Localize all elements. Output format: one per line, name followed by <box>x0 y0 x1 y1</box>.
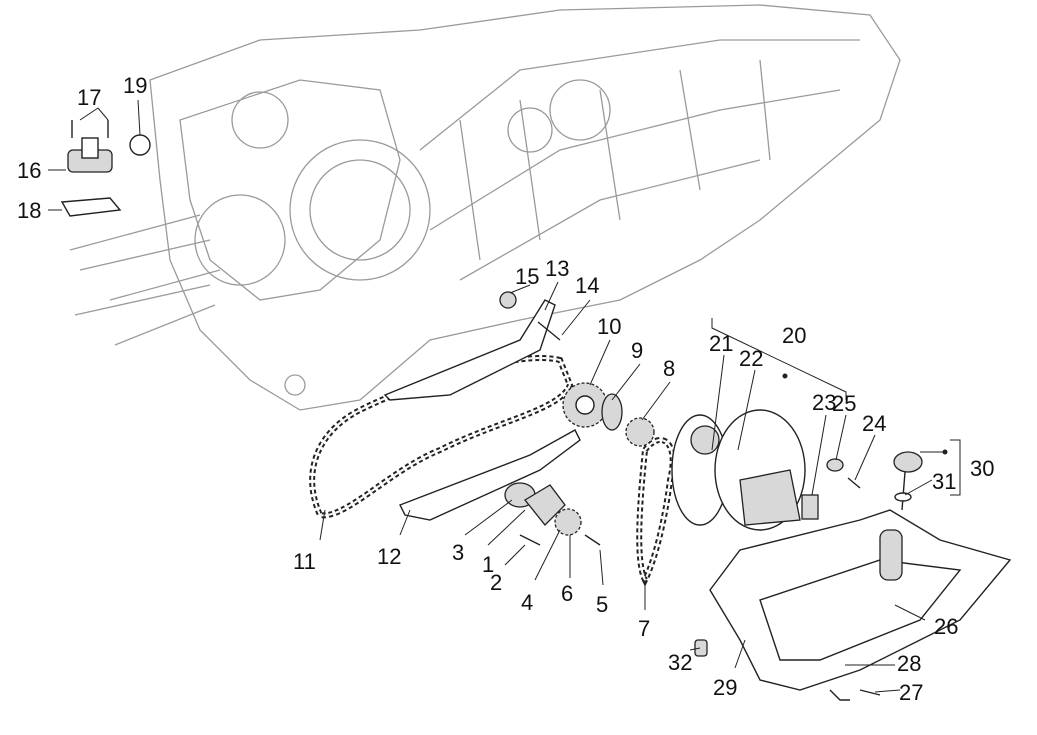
label-2: 2 <box>490 570 502 595</box>
label-18: 18 <box>17 198 41 223</box>
label-7: 7 <box>638 616 650 641</box>
label-30: 30 <box>970 456 994 481</box>
label-17: 17 <box>77 85 101 110</box>
crankcase <box>69 4 901 411</box>
label-26: 26 <box>934 614 958 639</box>
label-15: 15 <box>515 264 539 289</box>
label-6: 6 <box>561 581 573 606</box>
label-22: 22 <box>739 346 763 371</box>
label-11: 11 <box>293 549 316 574</box>
label-25: 25 <box>832 391 856 416</box>
label-31: 31 <box>932 469 956 494</box>
label-19: 19 <box>123 73 147 98</box>
oil-pump-chain <box>636 437 676 587</box>
label-24: 24 <box>862 411 886 436</box>
label-4: 4 <box>521 590 533 615</box>
oil-sump <box>694 509 1012 701</box>
label-1: 1 <box>482 552 494 577</box>
filter <box>801 494 819 520</box>
label-32: 32 <box>668 650 692 675</box>
label-10: 10 <box>597 314 621 339</box>
label-21: 21 <box>709 331 733 356</box>
pump-sprocket <box>625 417 655 447</box>
label-20: 20 <box>782 323 806 348</box>
label-12: 12 <box>377 544 401 569</box>
label-5: 5 <box>596 592 608 617</box>
leader-lines <box>48 99 961 693</box>
dowel <box>694 639 708 657</box>
label-14: 14 <box>575 273 599 298</box>
label-28: 28 <box>897 651 921 676</box>
bush <box>499 291 517 309</box>
gear <box>554 508 582 536</box>
label-29: 29 <box>713 675 737 700</box>
part-labels: 1 2 3 4 5 6 7 8 9 10 11 12 13 14 15 16 1… <box>17 73 994 705</box>
label-23: 23 <box>812 390 836 415</box>
chain-tensioner-slider <box>383 299 556 401</box>
label-13: 13 <box>545 256 569 281</box>
label-27: 27 <box>899 680 923 705</box>
oil-pump <box>671 409 861 531</box>
chain-tensioner <box>60 120 151 217</box>
label-3: 3 <box>452 540 464 565</box>
screw <box>537 321 561 341</box>
label-16: 16 <box>17 158 41 183</box>
washer <box>601 393 623 431</box>
dipstick <box>893 451 923 511</box>
pump-rotor <box>524 484 566 526</box>
label-8: 8 <box>663 356 675 381</box>
chain-guide <box>399 429 581 521</box>
label-9: 9 <box>631 338 643 363</box>
